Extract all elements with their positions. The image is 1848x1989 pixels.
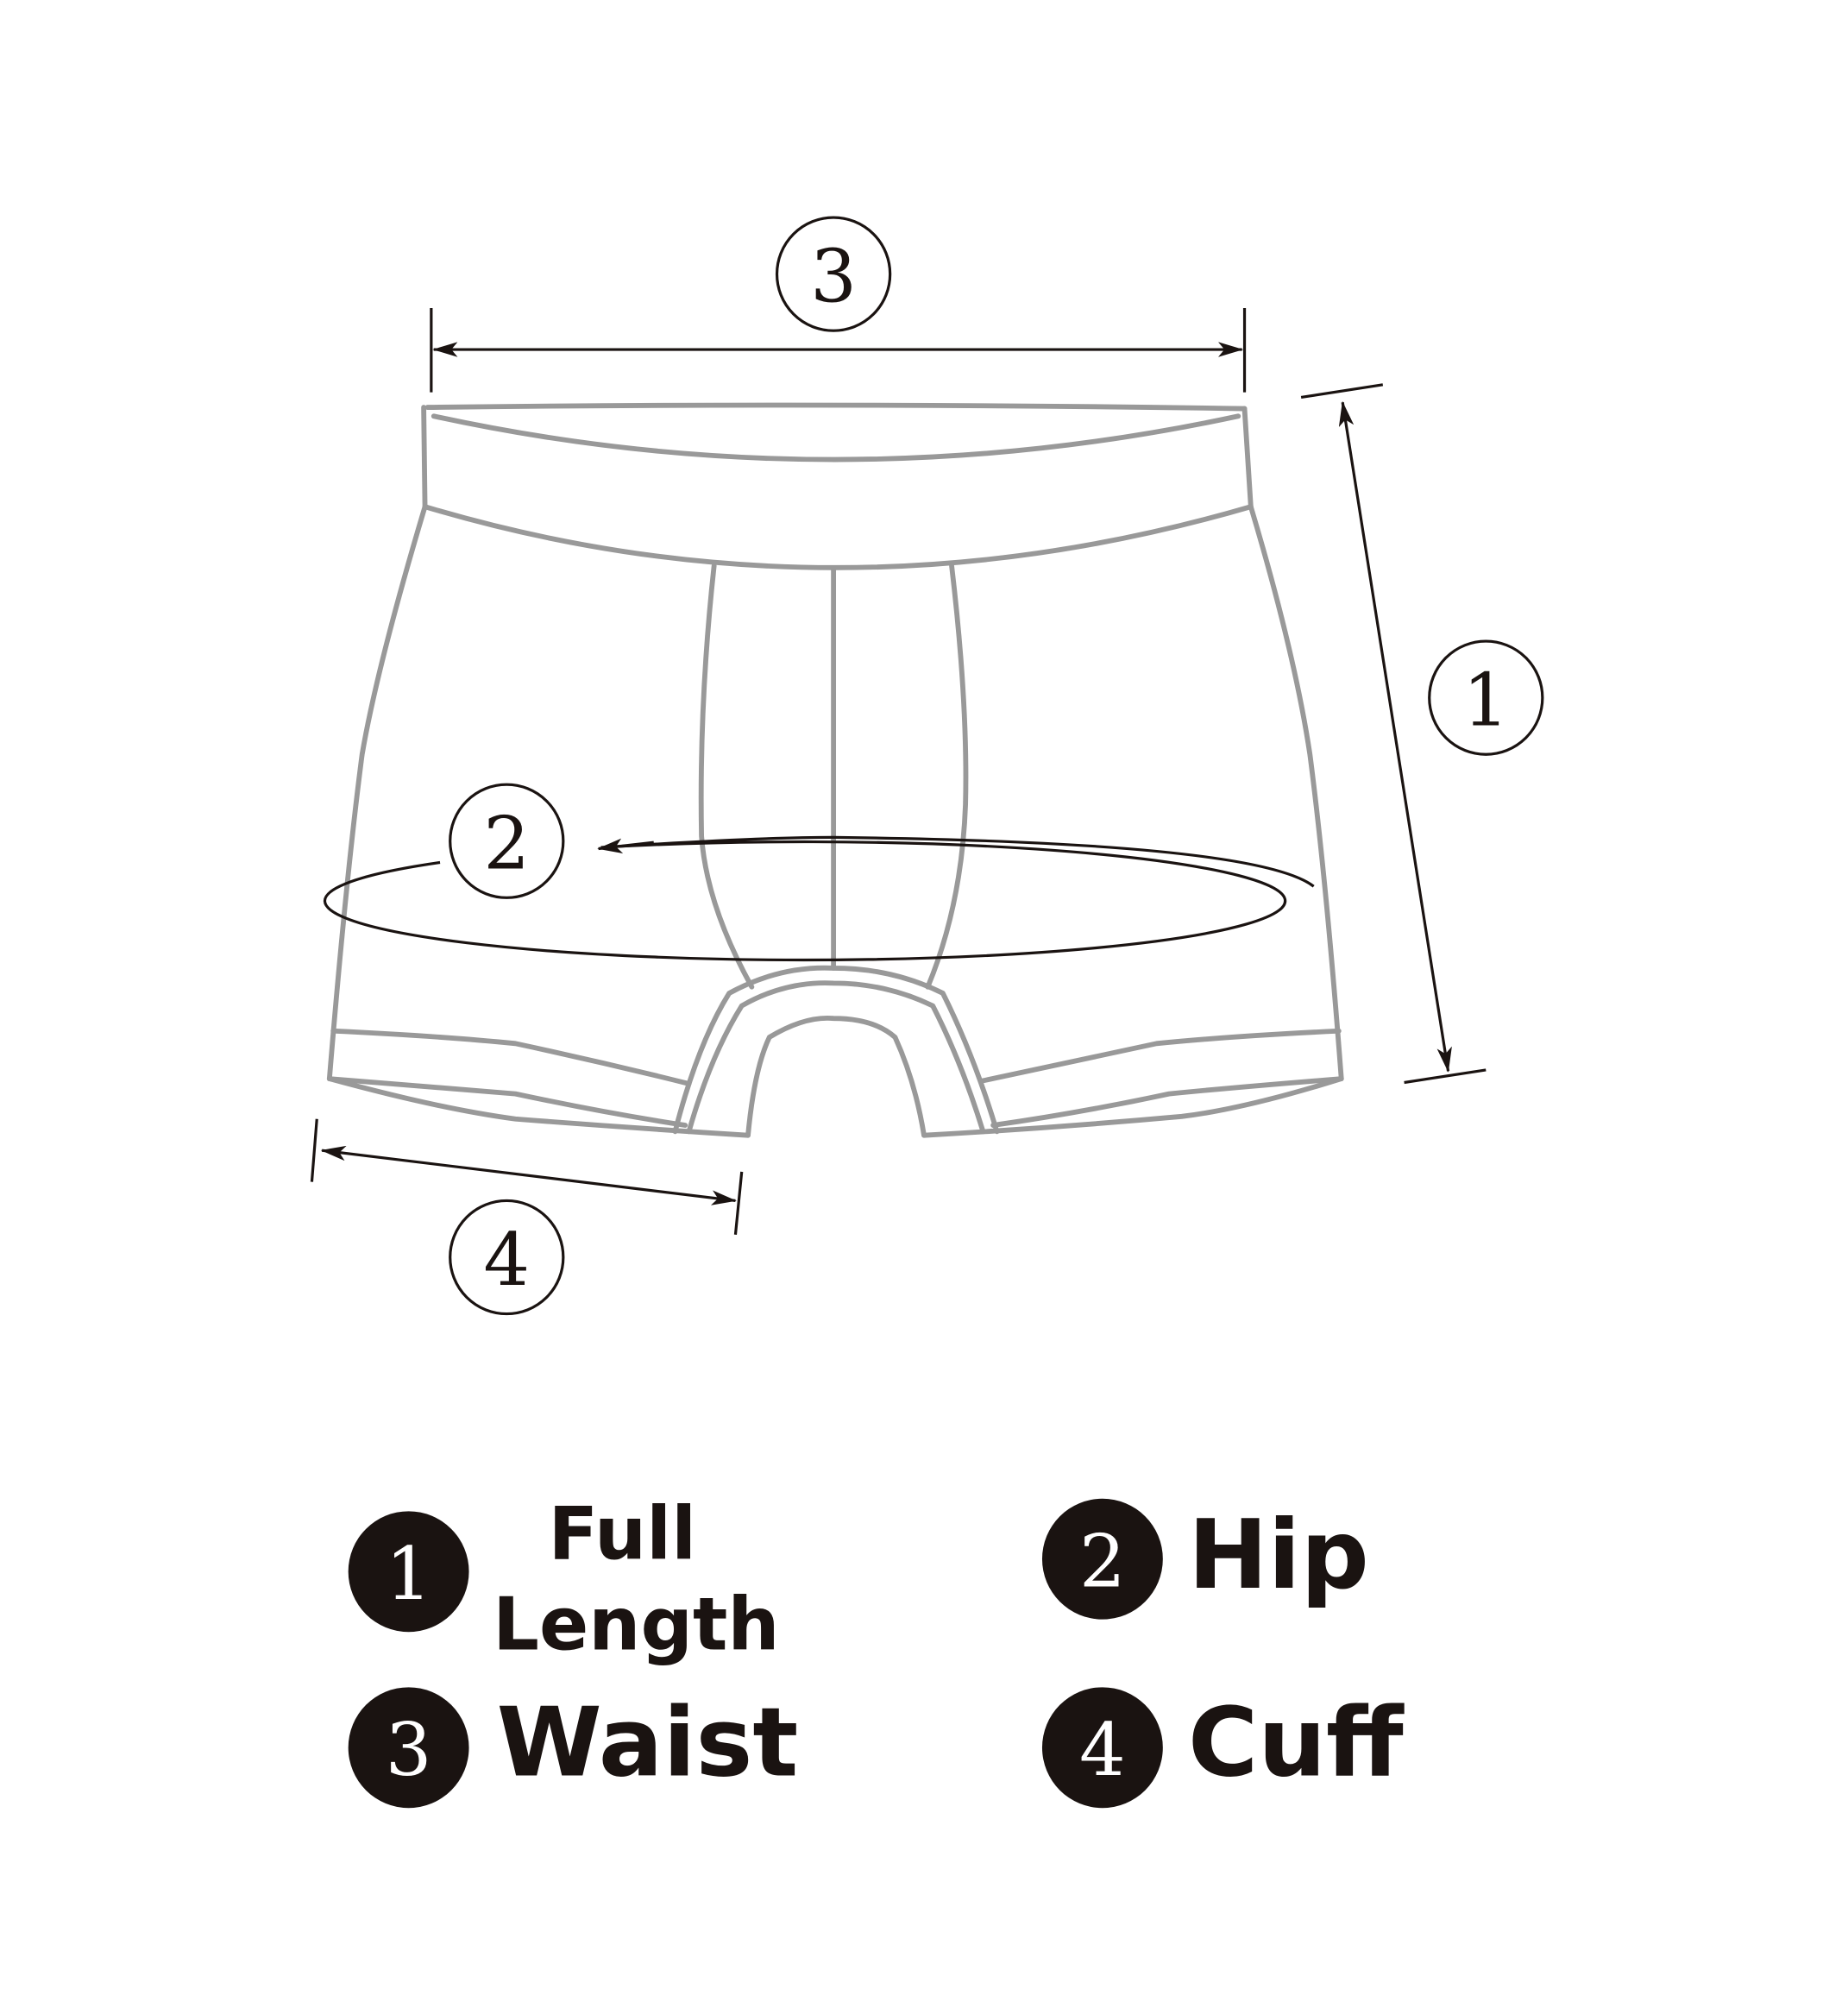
- svg-text:4: 4: [1079, 1708, 1126, 1792]
- svg-text:Full: Full: [549, 1492, 697, 1577]
- legend: 1 Full Length 2 Hip 3 Waist 4 Cuff: [348, 1492, 1405, 1809]
- svg-text:3: 3: [386, 1708, 432, 1792]
- svg-text:Hip: Hip: [1188, 1500, 1369, 1611]
- svg-text:Length: Length: [493, 1583, 779, 1667]
- full-length-dimension: 1: [1300, 383, 1544, 1085]
- boxer-outline: [326, 402, 1344, 1138]
- svg-text:Waist: Waist: [497, 1687, 799, 1798]
- legend-item-cuff: 4 Cuff: [1041, 1687, 1405, 1809]
- marker-3-circle: [775, 216, 892, 332]
- legend-item-full-length: 1 Full Length: [348, 1492, 780, 1667]
- waist-dimension: 3: [430, 216, 1247, 393]
- legend-item-waist: 3 Waist: [348, 1687, 799, 1809]
- marker-1: 1: [1462, 658, 1509, 743]
- svg-text:Cuff: Cuff: [1188, 1687, 1405, 1798]
- legend-item-hip: 2 Hip: [1041, 1498, 1369, 1620]
- marker-2: 2: [483, 802, 530, 886]
- svg-text:1: 1: [386, 1532, 432, 1616]
- hip-dimension: 2: [323, 783, 1315, 962]
- marker-3: 3: [810, 235, 857, 319]
- svg-text:2: 2: [1079, 1520, 1126, 1604]
- cuff-dimension: 4: [310, 1118, 744, 1316]
- marker-4: 4: [483, 1218, 530, 1302]
